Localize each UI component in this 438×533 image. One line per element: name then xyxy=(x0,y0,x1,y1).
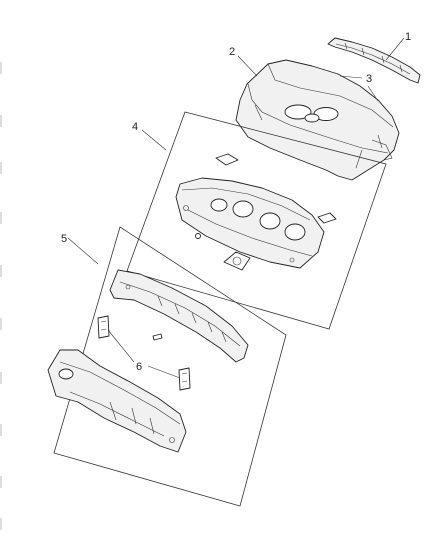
frame-group-4 xyxy=(126,111,387,330)
part-2-package-tray xyxy=(235,59,400,181)
leader-lines xyxy=(67,37,405,379)
callout-6: 6 xyxy=(136,361,142,373)
callout-4: 4 xyxy=(132,121,138,133)
part-5-crossmember-lower xyxy=(47,349,187,453)
part-5-crossmember-upper xyxy=(109,269,249,363)
callouts: 1 2 3 4 5 6 xyxy=(61,31,411,373)
part-6-brackets xyxy=(97,315,191,391)
callout-1: 1 xyxy=(405,31,411,43)
callout-3: 3 xyxy=(366,73,372,85)
callout-5: 5 xyxy=(61,233,67,245)
part-4-parcel-shelf-panel xyxy=(175,153,337,271)
part-1-reinforcement-bar xyxy=(327,37,421,84)
callout-2: 2 xyxy=(229,46,235,58)
